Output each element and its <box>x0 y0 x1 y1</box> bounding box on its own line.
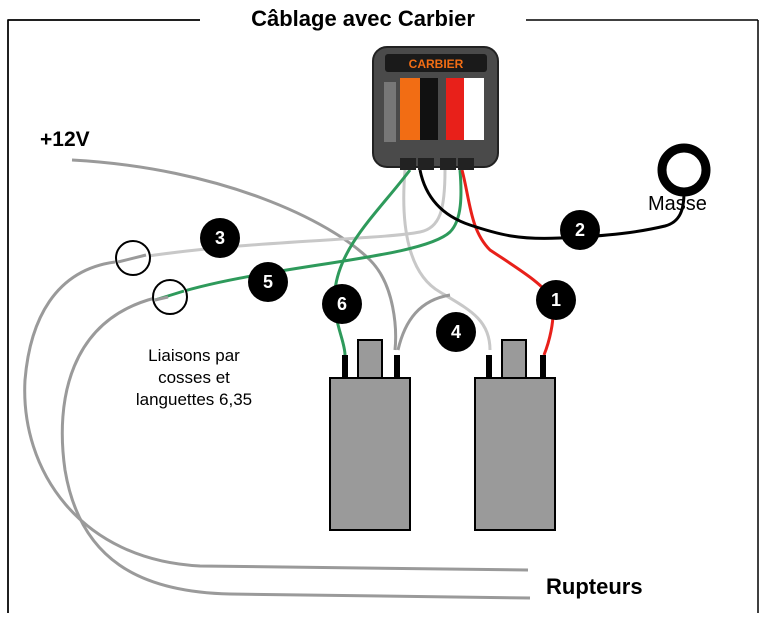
wire-4 <box>402 169 492 351</box>
label-plus12v: +12V <box>40 128 90 151</box>
wire-1 <box>460 169 555 356</box>
label-masse: Masse <box>648 193 707 215</box>
badge-1: 1 <box>536 280 576 320</box>
rupteur-wire-long-1 <box>23 260 529 572</box>
masse-ring-terminal <box>657 143 711 197</box>
module-logo: CARBIER <box>409 57 464 71</box>
connector-circle-5 <box>152 279 188 315</box>
label-liaisons-line1: Liaisons par <box>148 346 240 365</box>
badge-5: 5 <box>248 262 288 302</box>
badge-4: 4 <box>436 312 476 352</box>
wire-2 <box>418 169 686 240</box>
wire-5 <box>167 169 463 298</box>
diagram-frame <box>7 19 200 613</box>
rupteur-wire-1 <box>71 158 398 351</box>
badge-6: 6 <box>322 284 362 324</box>
wire-6 <box>333 169 412 356</box>
carbier-module: CARBIER <box>372 46 499 170</box>
label-liaisons: Liaisons par cosses et languettes 6,35 <box>108 345 280 411</box>
diagram-title: Câblage avec Carbier <box>200 6 526 32</box>
label-liaisons-line2: cosses et <box>158 368 230 387</box>
ignition-coil-left <box>329 339 411 531</box>
ignition-coil-right <box>474 339 556 531</box>
badge-3: 3 <box>200 218 240 258</box>
label-liaisons-line3: languettes 6,35 <box>135 390 253 409</box>
badge-2: 2 <box>560 210 600 250</box>
rupteur-wire-long-2 <box>60 296 531 600</box>
label-rupteurs: Rupteurs <box>546 574 643 599</box>
